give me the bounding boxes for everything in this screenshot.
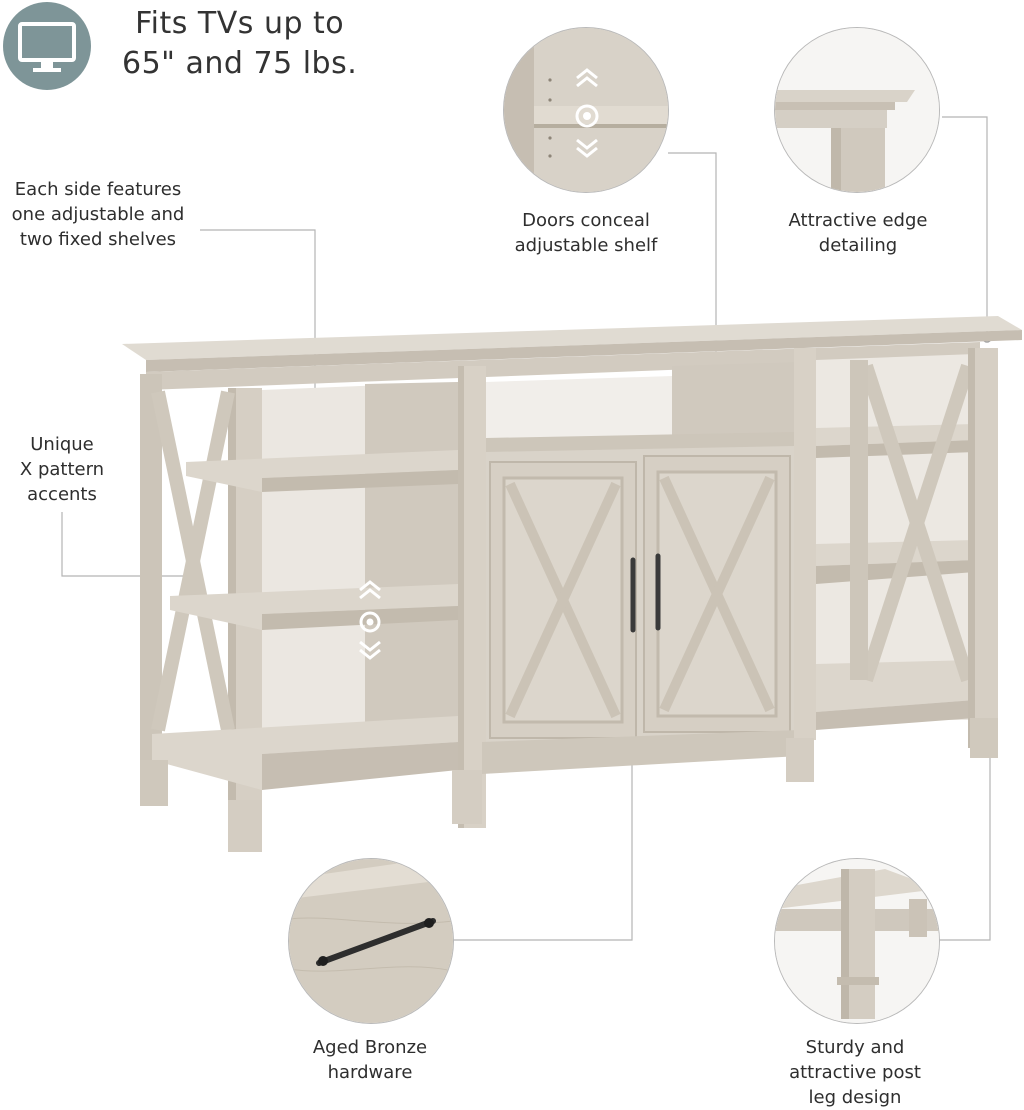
- tv-badge: [3, 2, 91, 90]
- callout-x-pattern-line-2: X pattern: [19, 459, 105, 480]
- detail-edge: [774, 27, 940, 193]
- callout-legs-line-3: leg design: [808, 1087, 902, 1108]
- callout-hardware-line-1: Aged Bronze: [312, 1037, 428, 1058]
- callout-doors-line-1: Doors conceal: [522, 210, 650, 231]
- callout-legs-line-1: Sturdy and: [805, 1037, 905, 1058]
- callout-edge-line-2: detailing: [818, 235, 898, 256]
- callout-shelves: Each side features one adjustable and tw…: [6, 177, 190, 252]
- headline-line-1: Fits TVs up to: [135, 6, 345, 41]
- detail-hardware: [288, 858, 454, 1024]
- callout-doors-line-2: adjustable shelf: [514, 235, 658, 256]
- callout-shelves-line-3: two fixed shelves: [19, 229, 177, 250]
- headline: Fits TVs up to 65" and 75 lbs.: [122, 4, 357, 84]
- detail-adjustable-shelf: [503, 27, 669, 193]
- detail-post-leg: [774, 858, 940, 1024]
- callout-x-pattern: Unique X pattern accents: [10, 432, 114, 507]
- callout-hardware: Aged Bronze hardware: [296, 1035, 444, 1085]
- headline-line-2: 65" and 75 lbs.: [122, 46, 358, 81]
- callout-legs: Sturdy and attractive post leg design: [778, 1035, 932, 1110]
- callout-legs-line-2: attractive post: [789, 1062, 921, 1083]
- callout-doors: Doors conceal adjustable shelf: [500, 208, 672, 258]
- callout-hardware-line-2: hardware: [327, 1062, 413, 1083]
- callout-x-pattern-line-1: Unique: [30, 434, 94, 455]
- callout-shelves-line-2: one adjustable and: [11, 204, 185, 225]
- callout-edge-line-1: Attractive edge: [788, 210, 928, 231]
- tv-icon: [18, 22, 76, 72]
- callout-edge: Attractive edge detailing: [780, 208, 936, 258]
- callout-shelves-line-1: Each side features: [14, 179, 182, 200]
- callout-x-pattern-line-3: accents: [27, 484, 97, 505]
